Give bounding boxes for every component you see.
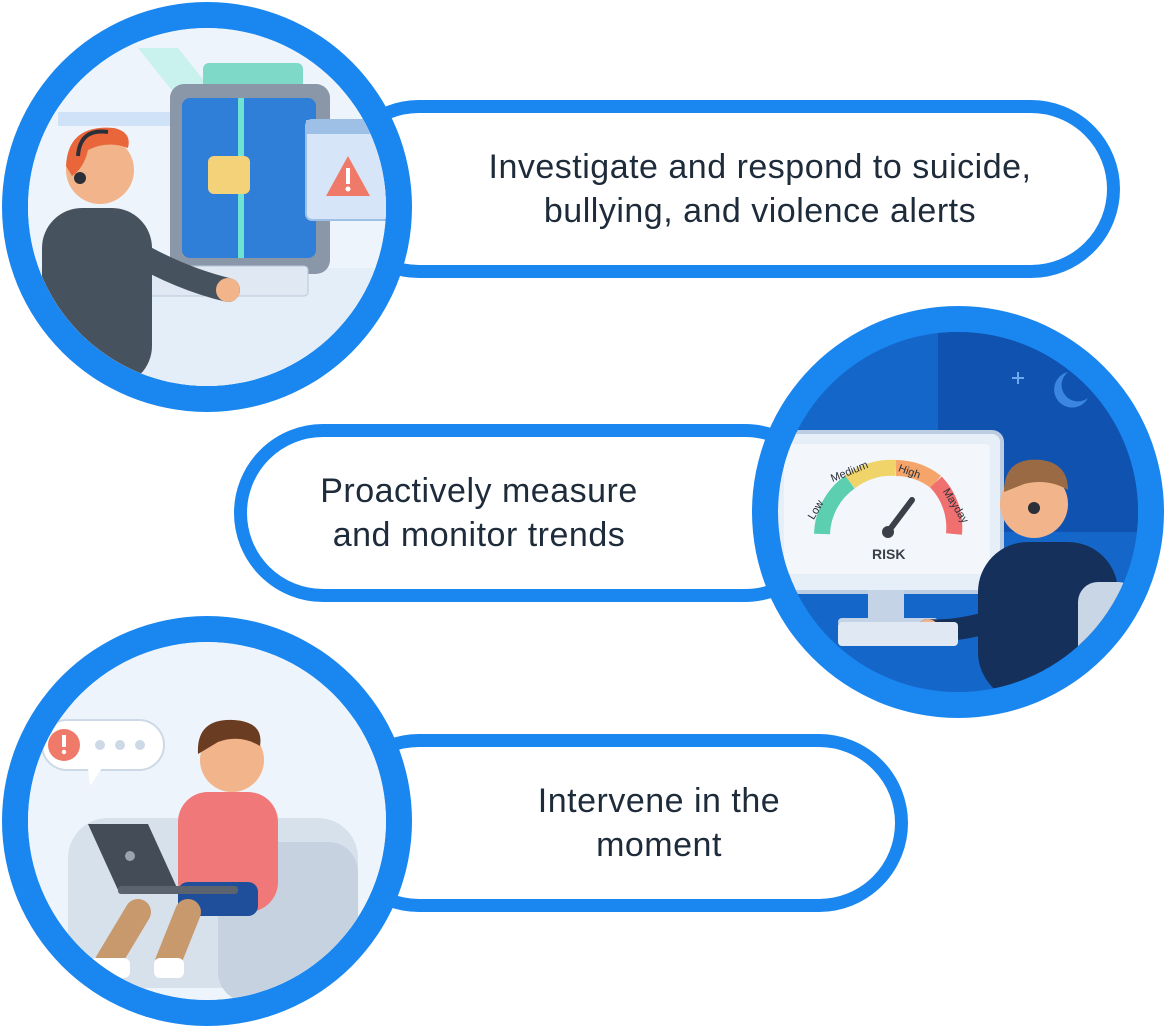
gauge-title: RISK: [872, 546, 906, 562]
risk-gauge: [814, 459, 963, 538]
illustration-circle-investigate: [2, 2, 412, 412]
student-laptop-alert-icon: [28, 642, 386, 1000]
support-agent-monitor-alert-icon: [28, 28, 386, 386]
support-agent-risk-gauge-icon: [778, 332, 1138, 692]
illustration-circle-intervene: [2, 616, 412, 1026]
illustration-circle-trends: Low Medium High Mayday RISK: [752, 306, 1164, 718]
feature-pill-investigate: Investigate and respond to suicide,bully…: [330, 100, 1120, 278]
feature-text-investigate: Investigate and respond to suicide,bully…: [488, 148, 1032, 230]
